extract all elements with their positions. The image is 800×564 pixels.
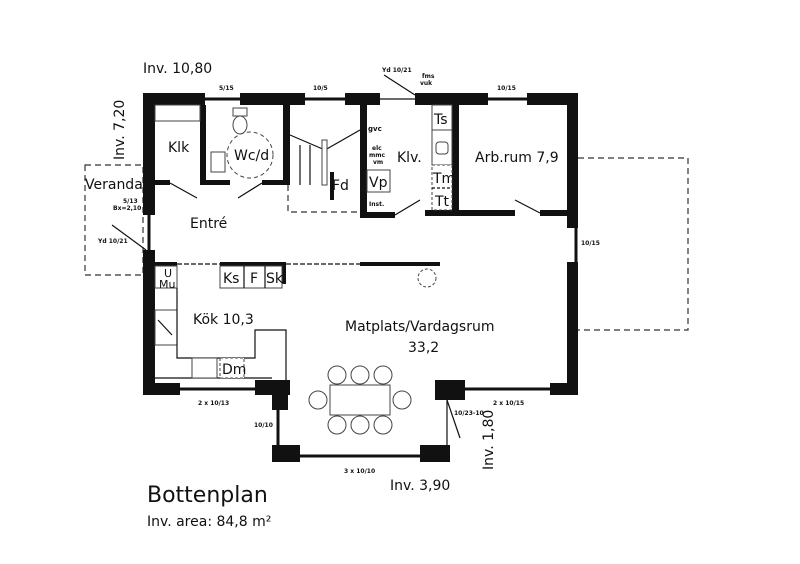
fixture-ts: Ts — [433, 112, 448, 128]
exterior-walls — [143, 93, 578, 462]
room-living: Matplats/Vardagsrum — [345, 319, 495, 335]
room-klv: Klv. — [397, 150, 422, 166]
room-wc: Wc/d — [234, 148, 269, 164]
label-fms: fms — [422, 73, 435, 80]
door-bay: 10/23-10 — [454, 410, 484, 417]
window-bay-left: 10/10 — [254, 422, 273, 429]
fixture-tm: Tm — [432, 171, 455, 187]
label-elc: elc — [372, 145, 382, 152]
window-bay-front: 3 x 10/10 — [344, 468, 375, 475]
fixture-sk: Sk — [266, 271, 284, 287]
terrace-outline — [578, 157, 689, 331]
staircase — [287, 129, 361, 213]
plan-area: Inv. area: 84,8 m² — [147, 514, 271, 530]
door-left: Yd 10/21 — [97, 238, 128, 245]
window-bottom-right: 2 x 10/15 — [493, 400, 524, 407]
room-entre: Entré — [190, 216, 227, 232]
interior-walls — [155, 105, 567, 284]
door-swings — [111, 74, 541, 439]
window-bottom-left: 2 x 10/13 — [198, 400, 229, 407]
fixture-mu: Mu — [159, 278, 175, 291]
label-inst: Inst. — [369, 201, 384, 208]
dim-left: Inv. 7,20 — [112, 100, 128, 160]
window-left-b: Bx=2,10 — [113, 205, 141, 212]
fixture-vp: Vp — [369, 175, 388, 191]
fixture-f: F — [250, 271, 258, 287]
window-top-3: 10/15 — [497, 85, 516, 92]
room-fd: Fd — [332, 178, 349, 194]
room-kok: Kök 10,3 — [193, 312, 254, 328]
veranda-outline — [84, 164, 144, 276]
label-gvc: gvc — [368, 125, 382, 133]
fixture-ks: Ks — [223, 271, 239, 287]
room-veranda: Veranda — [85, 177, 143, 193]
room-living-area: 33,2 — [408, 340, 439, 356]
door-front: Yd 10/21 — [381, 67, 412, 74]
window-top-1: 5/15 — [219, 85, 234, 92]
plan-title: Bottenplan — [147, 483, 268, 508]
fixture-tt: Tt — [434, 194, 450, 210]
window-left-a: 5/13 — [123, 198, 138, 205]
dim-bay-front: Inv. 3,90 — [390, 478, 450, 494]
room-klk: Klk — [168, 140, 190, 156]
fixture-dm: Dm — [222, 362, 246, 378]
label-mmc: mmc — [369, 152, 386, 159]
fixtures — [154, 104, 453, 380]
room-arb: Arb.rum 7,9 — [475, 150, 559, 166]
label-vm: vm — [373, 159, 383, 166]
fixture-u: U — [164, 267, 172, 280]
dim-bay-side: Inv. 1,80 — [481, 410, 497, 470]
label-vuk: vuk — [420, 80, 433, 87]
window-top-2: 10/5 — [313, 85, 328, 92]
dining-table — [308, 365, 412, 435]
window-right: 10/15 — [581, 240, 600, 247]
dim-top: Inv. 10,80 — [143, 61, 212, 77]
